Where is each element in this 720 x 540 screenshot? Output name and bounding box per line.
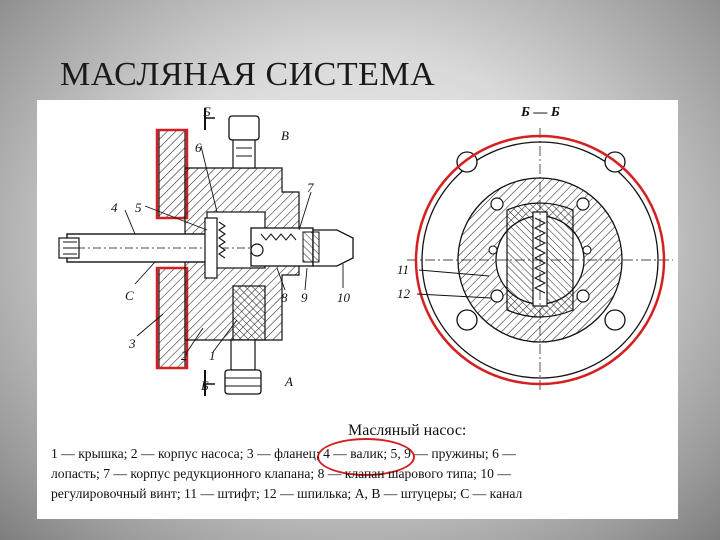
label-5: 5 — [135, 200, 142, 215]
flange-text-highlight — [317, 438, 415, 476]
oil-pump-figure: Б Б 6 В 7 4 5 С 8 9 10 3 2 1 А — [37, 100, 678, 519]
caption-title: Масляный насос: — [348, 422, 467, 439]
label-2: 2 — [181, 348, 188, 363]
caption-line-3: регулировочный винт; 11 — штифт; 12 — шп… — [51, 486, 523, 501]
label-7: 7 — [307, 180, 314, 195]
slide-title: МАСЛЯНАЯ СИСТЕМА — [60, 56, 436, 93]
section-label: Б — Б — [520, 105, 560, 120]
fitting-b — [228, 115, 260, 141]
fitting-a — [224, 369, 262, 395]
label-9: 9 — [301, 290, 308, 305]
label-11: 11 — [397, 262, 409, 277]
label-a-fitting: А — [284, 374, 293, 389]
cover — [232, 285, 266, 341]
flange-upper — [158, 129, 186, 219]
ball-valve — [250, 243, 264, 257]
spring-5 — [218, 221, 226, 259]
flange-cross-highlight — [414, 134, 666, 386]
label-b-fitting: В — [281, 128, 289, 143]
caption-line-2: лопасть; 7 — корпус редукционного клапан… — [51, 466, 511, 481]
flange-lower — [158, 267, 186, 369]
section-mark-top: Б — [202, 104, 211, 119]
spring-9 — [260, 233, 297, 241]
label-3: 3 — [128, 336, 136, 351]
section-mark-bottom: Б — [200, 378, 209, 393]
caption-line-1: 1 — крышка; 2 — корпус насоса; 3 — флане… — [51, 446, 516, 461]
label-12: 12 — [397, 286, 411, 301]
oil-pump-drawing: Б Б 6 В 7 4 5 С 8 9 10 3 2 1 А — [58, 104, 673, 396]
label-6: 6 — [195, 140, 202, 155]
pump-longitudinal-section — [58, 108, 354, 396]
label-c-channel: С — [125, 288, 134, 303]
label-1: 1 — [209, 348, 216, 363]
label-4: 4 — [111, 200, 118, 215]
vane — [204, 217, 218, 279]
adjust-screw — [312, 229, 354, 267]
label-10: 10 — [337, 290, 351, 305]
pump-cross-section — [407, 128, 673, 392]
label-8: 8 — [281, 290, 288, 305]
